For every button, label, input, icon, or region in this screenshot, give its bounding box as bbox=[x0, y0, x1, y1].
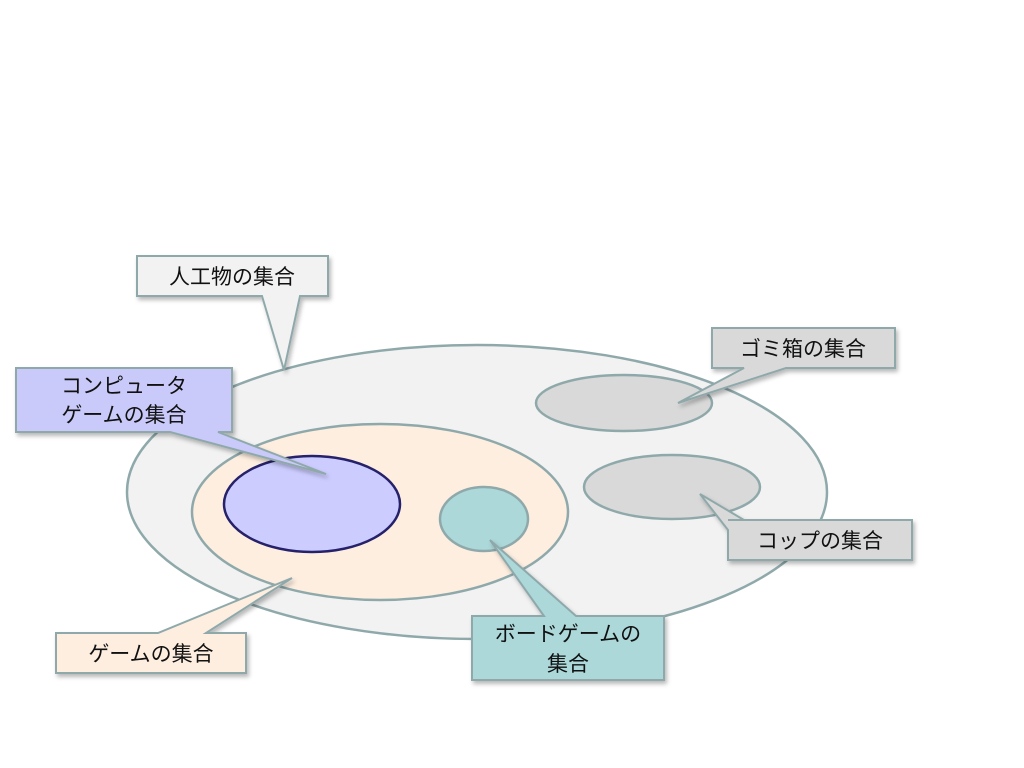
cups-set-ellipse bbox=[582, 453, 762, 521]
trash-cans-label: ゴミ箱の集合 bbox=[740, 337, 866, 361]
board-games-set-ellipse bbox=[438, 485, 530, 553]
trash-cans-set-ellipse bbox=[534, 373, 714, 433]
computer-games-label-line1: コンピュータ bbox=[61, 374, 187, 398]
artifacts-label: 人工物の集合 bbox=[169, 265, 295, 289]
games-callout bbox=[55, 577, 293, 674]
artifacts-callout bbox=[136, 255, 329, 371]
games-label: ゲームの集合 bbox=[88, 642, 213, 666]
computer-games-set-ellipse bbox=[222, 454, 402, 554]
cups-callout bbox=[699, 493, 913, 561]
board-games-callout bbox=[471, 539, 665, 681]
computer-games-callout bbox=[15, 367, 327, 475]
board-games-label-line2: 集合 bbox=[547, 652, 589, 676]
board-games-label-line1: ボードゲームの bbox=[495, 622, 641, 646]
trash-cans-callout bbox=[677, 327, 896, 404]
cups-label: コップの集合 bbox=[757, 529, 883, 553]
computer-games-label-line2: ゲームの集合 bbox=[61, 403, 186, 427]
